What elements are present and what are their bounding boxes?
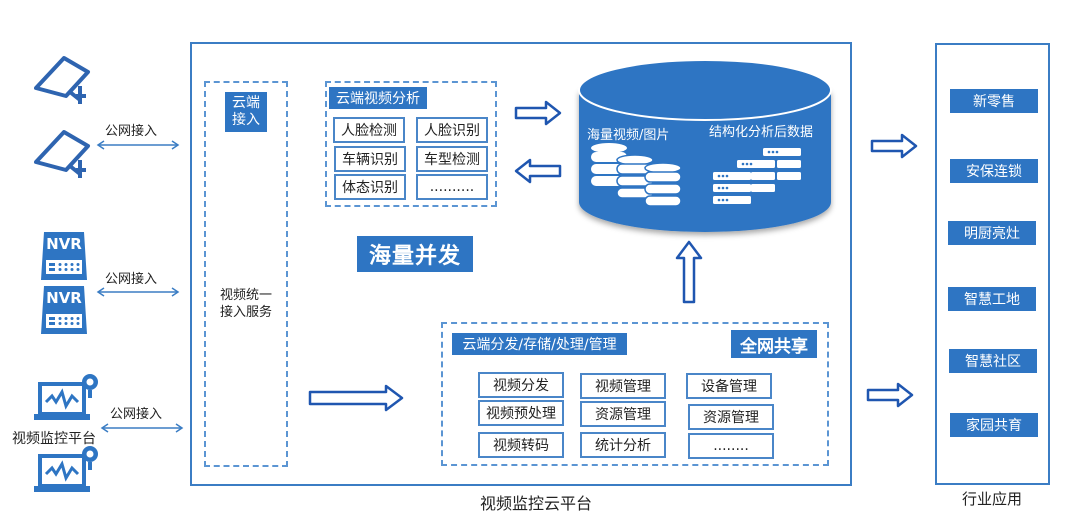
arrow-up-to-storage [675,240,703,304]
concurrency-label: 海量并发 [357,236,473,272]
camera-icon [34,56,90,104]
analysis-item: 人脸识别 [416,117,488,143]
distribution-title: 云端分发/存储/处理/管理 [452,333,627,355]
industry-item: 智慧工地 [948,287,1036,311]
analysis-item: 车型检测 [416,146,488,172]
nvr-icon [41,232,87,280]
access-service-line: 接入服务 [220,305,273,320]
industry-frame [935,43,1050,485]
bidirectional-arrow [96,287,180,297]
nvr-device: NVR [40,230,88,282]
industry-item: 智慧社区 [949,349,1037,373]
industry-item: 新零售 [950,89,1038,113]
distribution-item: 视频管理 [580,373,666,399]
link-label-nvr: 公网接入 [105,272,158,287]
distribution-item: ........ [688,433,774,459]
camera-icon [34,130,90,178]
storage-left-label: 海量视频/图片 [587,128,670,143]
video-analysis-box [325,81,497,207]
share-label: 全网共享 [731,330,817,358]
distribution-item: 资源管理 [580,401,666,427]
industry-item: 明厨亮灶 [948,221,1036,245]
arrow-right-to-industry [870,133,918,159]
arrow-right-to-storage [514,100,562,126]
cloud-access-tag: 云端 接入 [225,92,267,132]
video-analysis-title: 云端视频分析 [329,87,427,109]
bidirectional-arrow [100,423,184,433]
analysis-item: .......... [416,174,488,200]
nvr-device: NVR [40,284,88,336]
cloud-platform-frame [190,42,852,486]
distribution-item: 统计分析 [580,432,666,458]
nvr-label: NVR [46,235,82,253]
nvr-icon [41,286,87,334]
distribution-item: 设备管理 [686,373,772,399]
cloud-access-tag-line: 云端 [232,95,260,111]
platform-label: 视频监控平台 [12,431,96,447]
arrow-right-to-industry [866,382,914,408]
cloud-access-tag-line: 接入 [232,112,260,128]
access-service-label: 视频统一 接入服务 [220,287,272,321]
link-label-platform: 公网接入 [110,407,163,422]
industry-item: 家园共育 [950,413,1038,437]
access-service-column [204,81,288,467]
distribution-box [441,322,829,466]
arrow-left-from-storage [514,158,562,184]
distribution-item: 视频分发 [478,372,564,398]
distribution-item: 视频预处理 [478,400,564,426]
analysis-item: 人脸检测 [333,117,405,143]
industry-title: 行业应用 [962,490,1023,508]
industry-item: 安保连锁 [950,159,1038,183]
analysis-item: 体态识别 [334,174,406,200]
storage-right-label: 结构化分析后数据 [709,125,814,140]
link-label-cameras: 公网接入 [105,124,158,139]
monitor-platform-icon [34,446,98,492]
storage-cylinder [578,59,832,232]
access-service-line: 视频统一 [220,288,273,303]
arrow-right-to-distribution [308,384,404,412]
nvr-label: NVR [46,289,82,307]
bidirectional-arrow [96,140,180,150]
cloud-platform-title: 视频监控云平台 [480,494,593,513]
monitor-platform-icon [34,374,98,420]
distribution-item: 视频转码 [478,432,564,458]
analysis-item: 车辆识别 [334,146,406,172]
distribution-item: 资源管理 [688,404,774,430]
